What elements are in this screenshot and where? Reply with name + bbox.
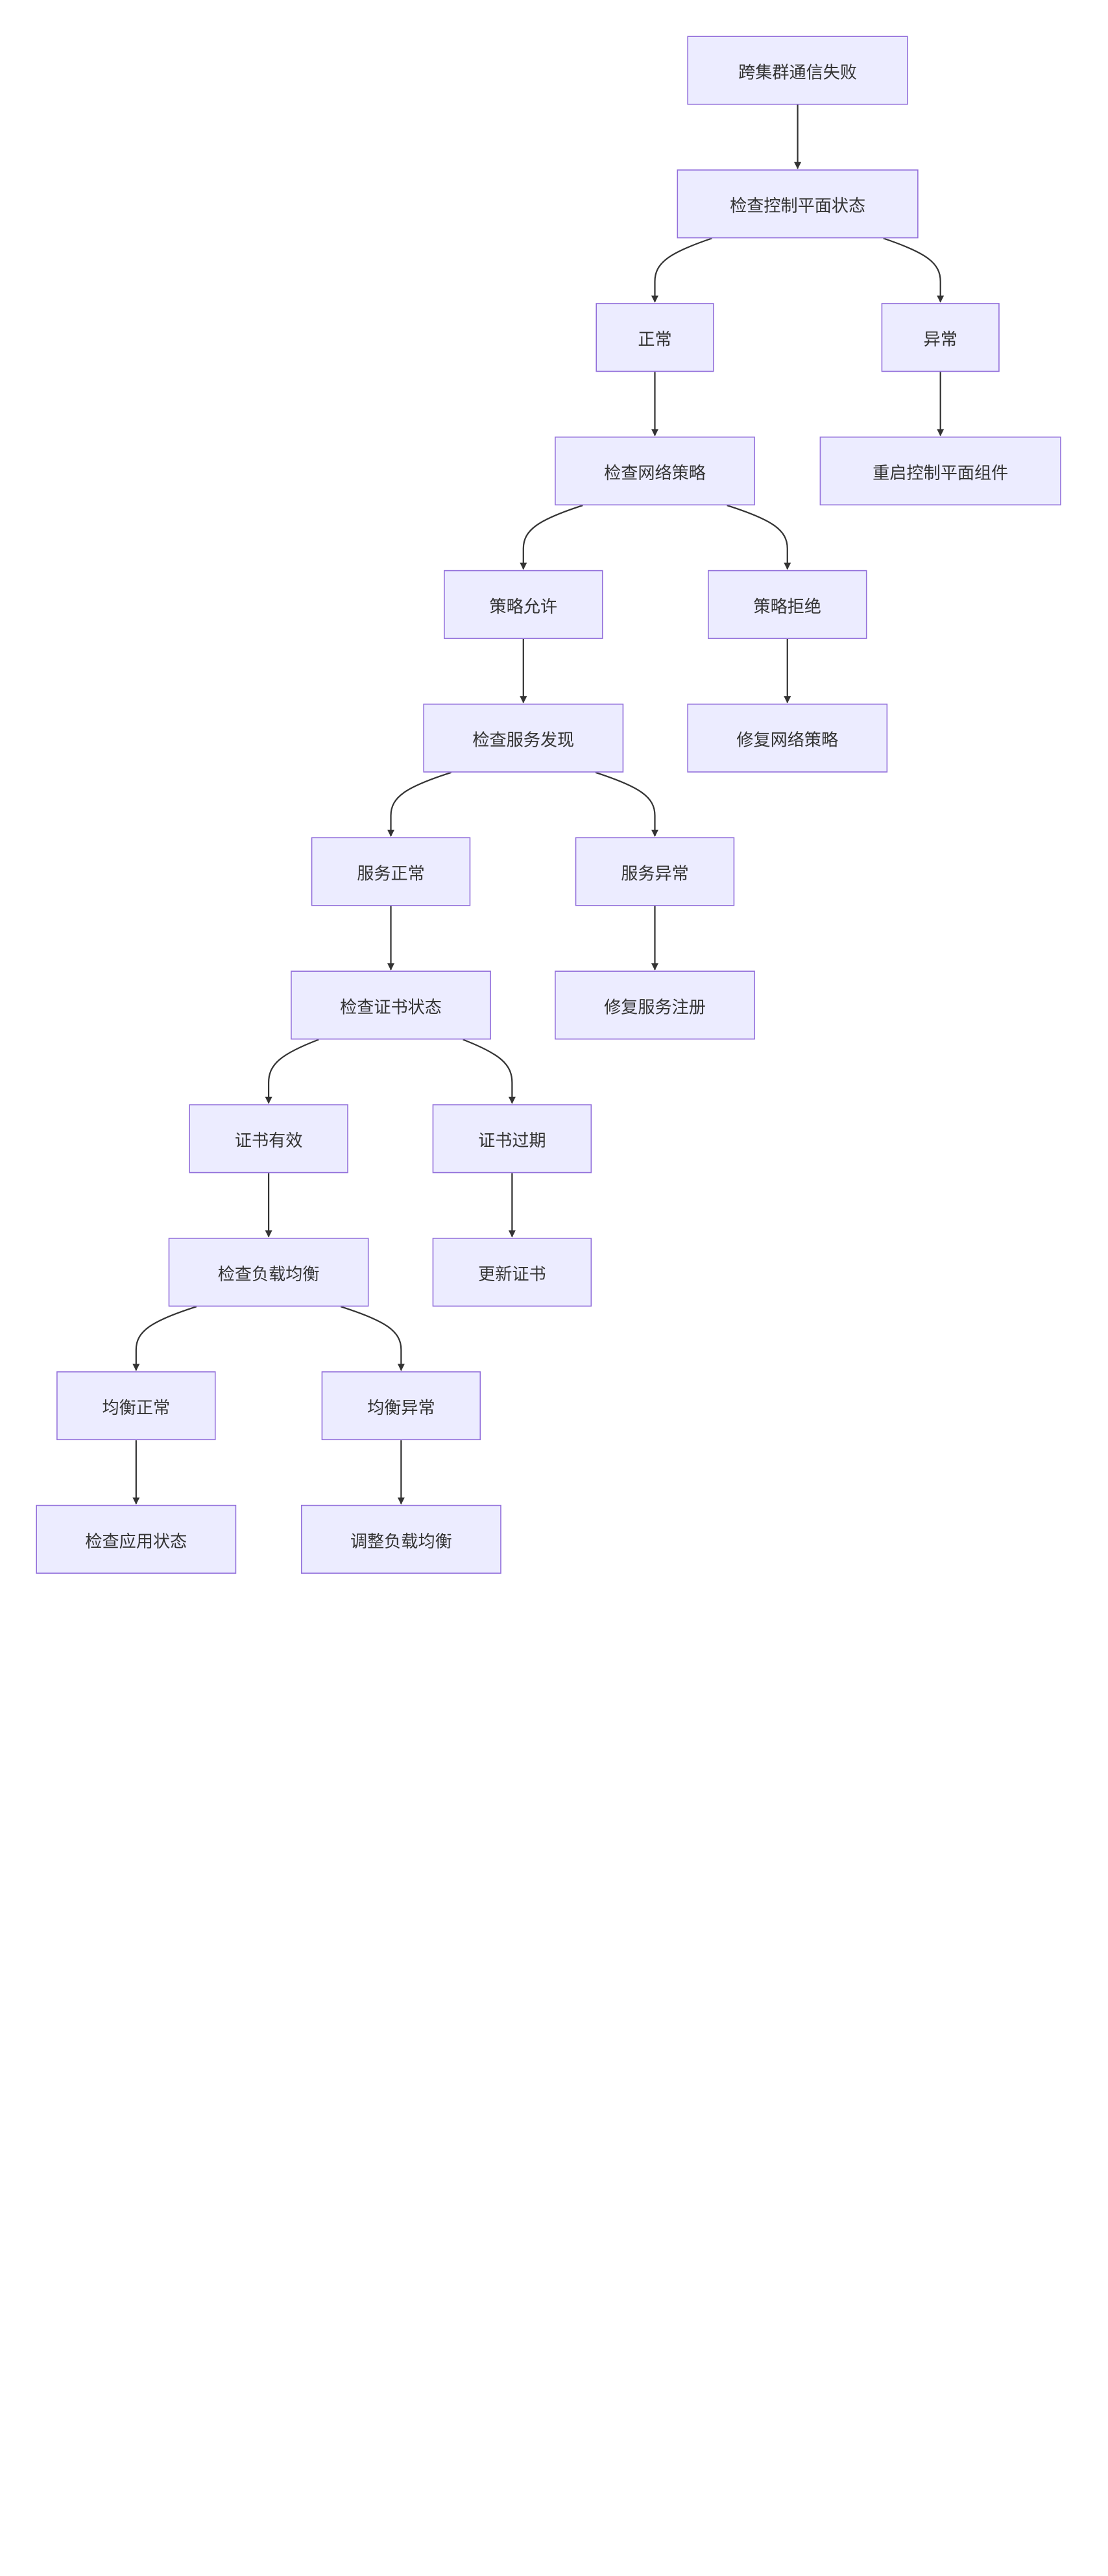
node-certificate-expired: 证书过期 <box>432 1104 592 1174</box>
edge-n9-to-n12 <box>595 771 659 837</box>
node-fix-service-registry: 修复服务注册 <box>555 970 755 1040</box>
node-renew-certificate: 更新证书 <box>432 1238 592 1307</box>
node-policy-allowed: 策略允许 <box>444 570 603 639</box>
node-control-plane-normal: 正常 <box>596 303 714 372</box>
node-restart-control-plane: 重启控制平面组件 <box>819 436 1061 506</box>
node-policy-denied: 策略拒绝 <box>708 570 867 639</box>
node-check-load-balancer: 检查负载均衡 <box>168 1238 369 1307</box>
node-check-network-policy: 检查网络策略 <box>555 436 755 506</box>
edge-n17-to-n19 <box>132 1306 197 1371</box>
edge-n2-to-n4 <box>883 237 945 303</box>
edge-n5-to-n7 <box>520 505 583 570</box>
node-service-abnormal: 服务异常 <box>575 837 735 906</box>
edge-n5-to-n8 <box>727 505 791 570</box>
node-fix-network-policy: 修复网络策略 <box>687 703 888 773</box>
node-balance-abnormal: 均衡异常 <box>321 1371 481 1441</box>
node-service-normal: 服务正常 <box>311 837 471 906</box>
node-check-certificate: 检查证书状态 <box>291 970 491 1040</box>
node-adjust-load-balancer: 调整负载均衡 <box>300 1504 501 1574</box>
node-check-control-plane: 检查控制平面状态 <box>677 169 919 239</box>
flowchart-edges <box>132 104 945 1505</box>
edge-n17-to-n20 <box>340 1306 405 1371</box>
edge-n13-to-n15 <box>265 1039 319 1104</box>
node-check-app-status: 检查应用状态 <box>36 1504 237 1574</box>
edge-n13-to-n16 <box>463 1039 516 1104</box>
node-certificate-valid: 证书有效 <box>189 1104 348 1174</box>
node-check-service-discovery: 检查服务发现 <box>423 703 624 773</box>
edge-n9-to-n11 <box>387 771 452 837</box>
node-balance-normal: 均衡正常 <box>56 1371 216 1441</box>
node-control-plane-abnormal: 异常 <box>881 303 1000 372</box>
edge-n2-to-n3 <box>651 237 712 303</box>
node-cross-cluster-failure: 跨集群通信失败 <box>687 36 908 105</box>
